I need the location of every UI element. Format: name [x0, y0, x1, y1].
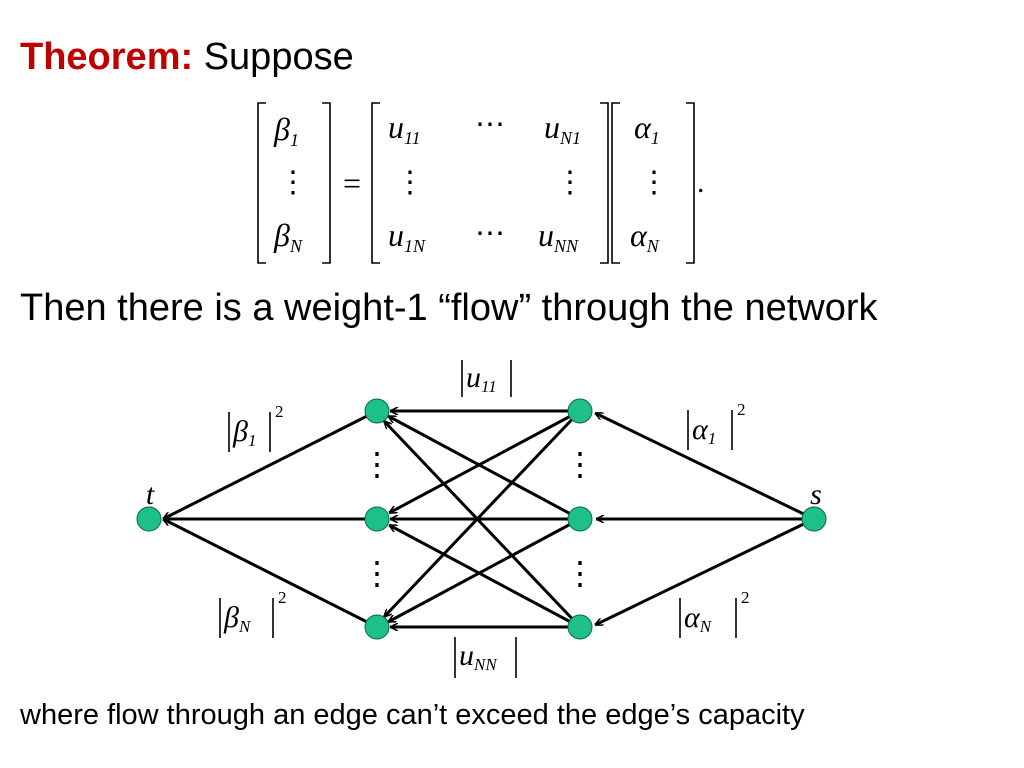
left-node-2 — [364, 506, 390, 532]
equals-sign: = — [343, 165, 361, 201]
source-label: s — [810, 478, 822, 511]
edge-s-r1 — [595, 411, 815, 521]
alpha-N-entry: αN — [630, 217, 660, 256]
capacity-alpha1-label: α1 2 — [687, 400, 746, 450]
alpha-vdots: ⋮ — [639, 166, 669, 199]
right-upper-vdots: ⋮ — [564, 446, 596, 482]
flow-statement: Then there is a weight-1 “flow” through … — [20, 287, 878, 329]
matrix-u11: u11 — [388, 109, 421, 148]
edge-r1-l2 — [389, 409, 581, 515]
matrix-right-vdots: ⋮ — [555, 166, 585, 199]
theorem-heading: Theorem: Suppose — [20, 34, 354, 80]
svg-text:2: 2 — [737, 400, 746, 419]
flow-network: ⋮ ⋮ ⋮ ⋮ t s u11 uNN β1 — [136, 360, 827, 678]
network-nodes — [136, 398, 827, 640]
matrix-uNN: uNN — [538, 217, 579, 256]
edge-r3-l1 — [384, 421, 582, 629]
network-edges — [163, 409, 815, 629]
svg-text:2: 2 — [741, 588, 750, 607]
beta-N-entry: βN — [273, 217, 303, 256]
edge-r2-l3 — [388, 517, 581, 624]
matrix-bottom-hdots: ⋯ — [475, 217, 505, 250]
svg-text:2: 2 — [275, 402, 284, 421]
beta-vector-brackets — [257, 102, 331, 264]
source-node-s — [801, 506, 827, 532]
theorem-text: Suppose — [203, 36, 354, 78]
matrix-u1N: u1N — [388, 217, 426, 256]
capacity-uNN-label: uNN — [454, 637, 517, 678]
alpha-vector-brackets — [611, 102, 695, 264]
svg-text:αN: αN — [684, 601, 713, 636]
matrix-equation: β1 ⋮ βN = u11 ⋯ uN1 ⋮ ⋮ u1N ⋯ uNN — [257, 102, 705, 264]
edge-l1-t — [163, 409, 378, 521]
matrix-left-vdots: ⋮ — [395, 166, 425, 199]
svg-text:α1: α1 — [692, 413, 716, 448]
matrix-top-hdots: ⋯ — [475, 108, 505, 141]
edge-r2-l1 — [388, 414, 581, 521]
svg-text:βN: βN — [223, 601, 252, 636]
svg-text:u11: u11 — [466, 361, 497, 396]
left-upper-vdots: ⋮ — [361, 446, 393, 482]
right-lower-vdots: ⋮ — [564, 555, 596, 591]
left-lower-vdots: ⋮ — [361, 555, 393, 591]
right-node-1 — [567, 398, 593, 424]
u-matrix-brackets — [371, 102, 609, 264]
right-node-2 — [567, 506, 593, 532]
sink-label: t — [146, 478, 155, 511]
equation-period: . — [697, 166, 705, 199]
edge-l3-t — [163, 517, 378, 629]
capacity-beta1-label: β1 2 — [228, 402, 284, 452]
svg-text:β1: β1 — [232, 415, 256, 450]
svg-text:uNN: uNN — [459, 639, 498, 674]
left-node-3 — [364, 614, 390, 640]
edge-r3-l2 — [389, 523, 581, 629]
capacity-alphaN-label: αN 2 — [679, 588, 750, 638]
beta-vdots: ⋮ — [278, 166, 308, 199]
alpha-1-entry: α1 — [634, 109, 660, 148]
capacity-u11-label: u11 — [461, 360, 512, 397]
left-node-1 — [364, 398, 390, 424]
right-node-3 — [567, 614, 593, 640]
beta-1-entry: β1 — [273, 111, 299, 150]
sink-node-t — [136, 506, 162, 532]
edge-s-r3 — [595, 517, 815, 627]
svg-text:2: 2 — [278, 588, 287, 607]
capacity-betaN-label: βN 2 — [219, 588, 287, 638]
matrix-uN1: uN1 — [544, 109, 581, 148]
theorem-keyword: Theorem: — [20, 36, 194, 78]
edge-r1-l3 — [384, 409, 582, 617]
capacity-footnote: where flow through an edge can’t exceed … — [20, 699, 805, 731]
